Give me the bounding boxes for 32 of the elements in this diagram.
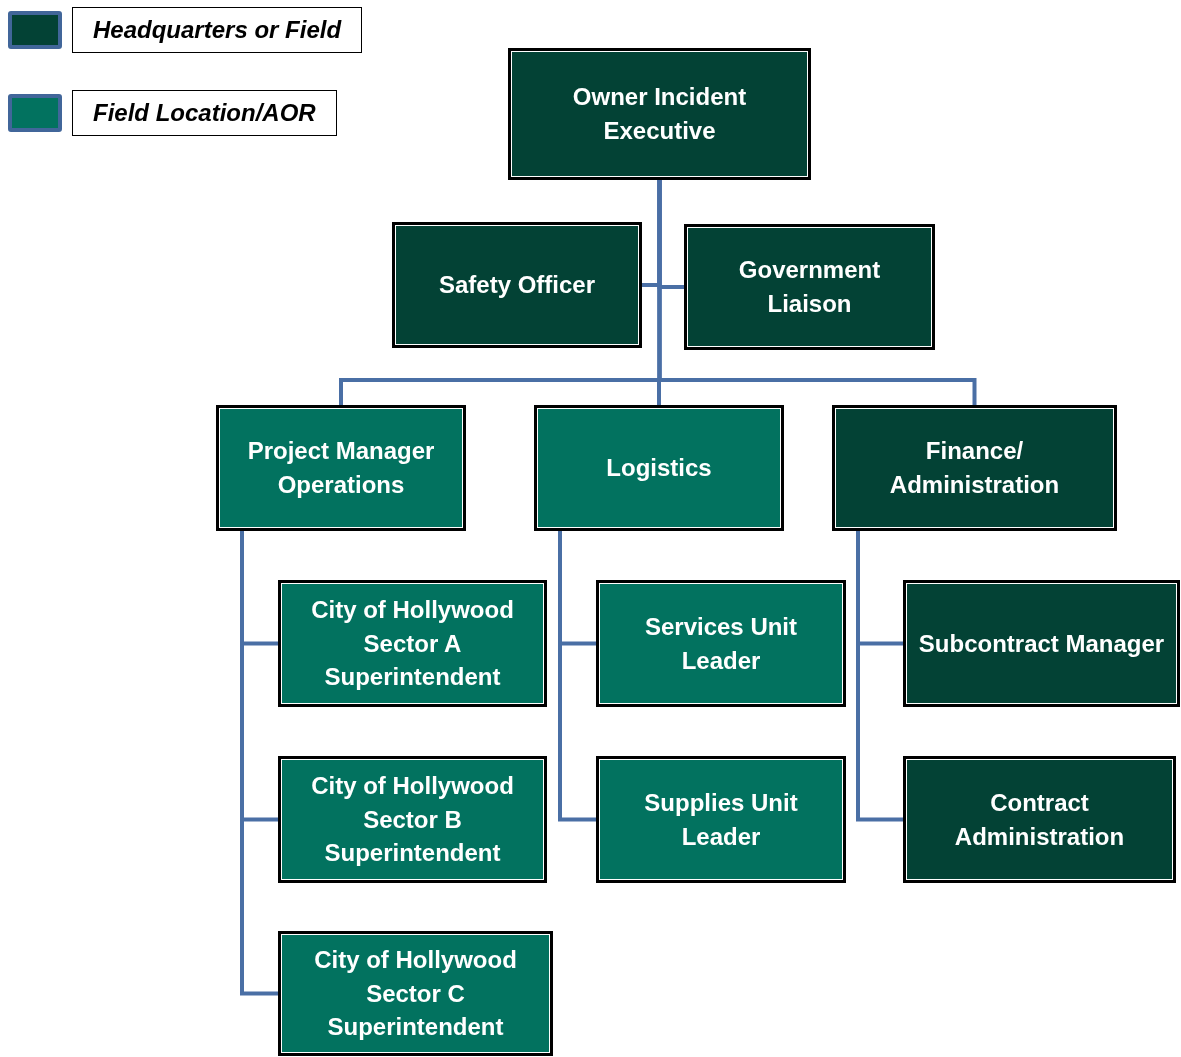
org-box — [596, 756, 846, 883]
org-box — [508, 48, 811, 180]
box-label: Project Manager Operations — [246, 436, 436, 500]
org-box — [832, 405, 1117, 531]
box-label: City of Hollywood Sector A Superintendent — [310, 595, 515, 693]
box-label: Contract Administration — [953, 787, 1126, 852]
legend-label: Field Location/AOR — [72, 90, 337, 136]
legend-label: Headquarters or Field — [72, 7, 363, 53]
connector-line — [856, 531, 903, 822]
org-box — [216, 405, 466, 531]
org-box — [392, 222, 642, 348]
org-box — [903, 580, 1180, 707]
box-label: City of Hollywood Sector B Superintendent — [310, 771, 515, 869]
connector-line — [558, 531, 596, 822]
box-label: Owner Incident Executive — [571, 82, 748, 146]
org-box — [903, 756, 1176, 883]
connector-line — [240, 531, 278, 996]
org-box — [278, 756, 547, 883]
box-label: Government Liaison — [737, 255, 882, 319]
box-label: Logistics — [606, 453, 712, 484]
connector-line — [657, 180, 977, 405]
box-label: Subcontract Manager — [918, 628, 1165, 659]
box-label: Finance/ Administration — [888, 436, 1061, 500]
org-box — [278, 580, 547, 707]
box-label: City of Hollywood Sector C Superintendent — [313, 945, 518, 1043]
org-box — [534, 405, 784, 531]
org-box — [278, 931, 553, 1056]
box-label: Supplies Unit Leader — [643, 787, 799, 852]
org-box — [684, 224, 935, 350]
box-label: Services Unit Leader — [643, 611, 799, 676]
org-box — [596, 580, 846, 707]
box-label: Safety Officer — [438, 270, 596, 301]
